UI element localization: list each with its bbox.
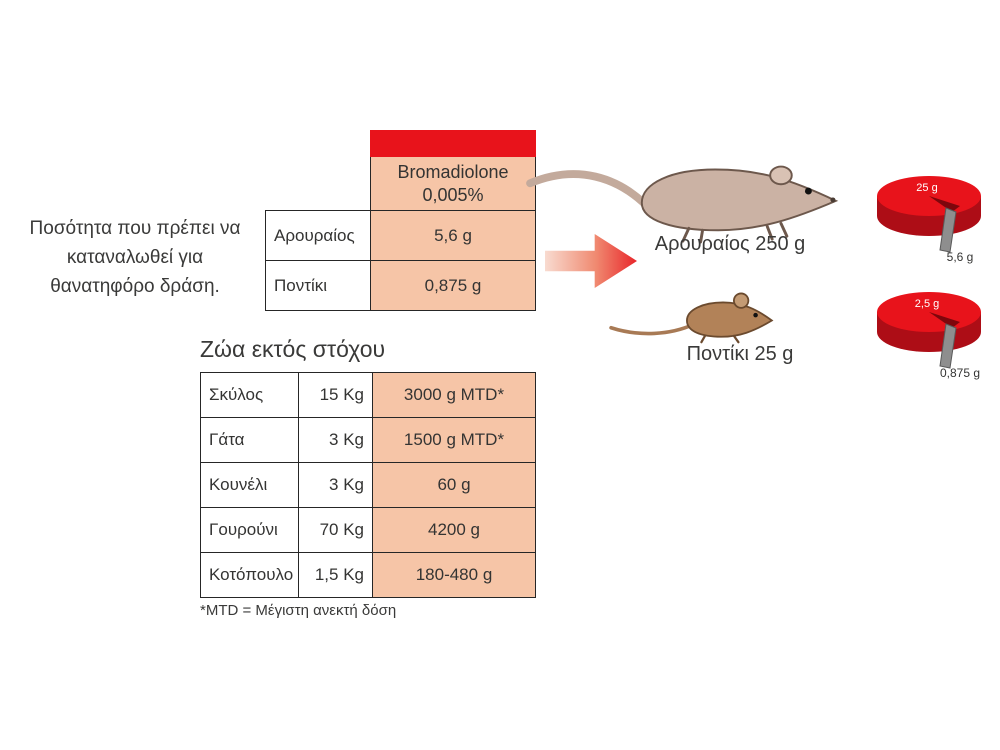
nt-animal: Κουνέλι [200, 462, 299, 508]
product-name: Bromadiolone [397, 161, 509, 182]
pie-total-label: 2,5 g [915, 298, 939, 310]
non-target-table: Σκύλος 15 Kg 3000 g MTD* Γάτα 3 Kg 1500 … [200, 372, 536, 598]
spacer-cell [266, 157, 371, 211]
intro-line-1: Ποσότητα που πρέπει να [29, 218, 241, 239]
rat-nose [830, 197, 836, 203]
mouse-intake-pie-chart: 2,5 g [877, 292, 981, 369]
rat-legs [681, 221, 789, 244]
mouse-eye [753, 312, 758, 318]
mouse-tail [609, 322, 696, 336]
dose-table-header: Bromadiolone 0,005% [370, 156, 536, 211]
nt-dose: 180-480 g [372, 552, 536, 598]
nt-dose: 4200 g [372, 507, 536, 553]
rat-tail [526, 170, 652, 211]
nt-weight: 70 Kg [298, 507, 373, 553]
dose-row-value: 0,875 g [370, 260, 536, 311]
rat-body [640, 168, 839, 232]
nt-weight: 3 Kg [298, 417, 373, 463]
nt-dose: 60 g [372, 462, 536, 508]
mouse-weight-label: Ποντίκι 25 g [686, 343, 794, 365]
intro-line-3: θανατηφόρο δράση. [50, 276, 220, 297]
nt-weight: 15 Kg [298, 372, 373, 418]
pie-slice-label: 5,6 g [946, 250, 974, 264]
dose-row-animal: Αρουραίος [265, 210, 371, 261]
nt-animal: Γουρούνι [200, 507, 299, 553]
nt-weight: 1,5 Kg [298, 552, 373, 598]
nt-animal: Σκύλος [200, 372, 299, 418]
dose-row-animal: Ποντίκι [265, 260, 371, 311]
mouse-body [686, 301, 774, 338]
pie-notch [929, 312, 960, 328]
rat-intake-pie-chart: 25 g [877, 176, 981, 253]
mouse-illustration [609, 292, 774, 344]
spacer-cell [266, 131, 371, 157]
mouse-legs [700, 334, 740, 344]
pie-slice-label: 0,875 g [939, 366, 981, 380]
nt-dose: 3000 g MTD* [372, 372, 536, 418]
product-concentration: 0,005% [422, 184, 484, 205]
rat-weight-label: Αρουραίος 250 g [654, 233, 806, 255]
rat-illustration [526, 165, 839, 244]
lethal-dose-table: Bromadiolone 0,005% Αρουραίος 5,6 g Ποντ… [265, 130, 536, 311]
nt-dose: 1500 g MTD* [372, 417, 536, 463]
pie-notch [929, 196, 960, 212]
intro-text: Ποσότητα που πρέπει να καταναλωθεί για θ… [8, 214, 262, 301]
nt-weight: 3 Kg [298, 462, 373, 508]
nt-animal: Γάτα [200, 417, 299, 463]
mouse-ear [733, 292, 750, 309]
rat-eye [804, 187, 812, 195]
red-band [370, 130, 536, 157]
non-target-title: Ζώα εκτός στόχου [200, 336, 386, 362]
pie-total-label: 25 g [916, 182, 937, 194]
pie-slice [939, 207, 957, 253]
dose-row-value: 5,6 g [370, 210, 536, 261]
nt-animal: Κοτόπουλο [200, 552, 299, 598]
rat-ear [769, 165, 793, 186]
pie-slice [939, 323, 957, 369]
mtd-footnote: *MTD = Μέγιστη ανεκτή δόση [200, 602, 397, 619]
intro-line-2: καταναλωθεί για [66, 247, 204, 268]
